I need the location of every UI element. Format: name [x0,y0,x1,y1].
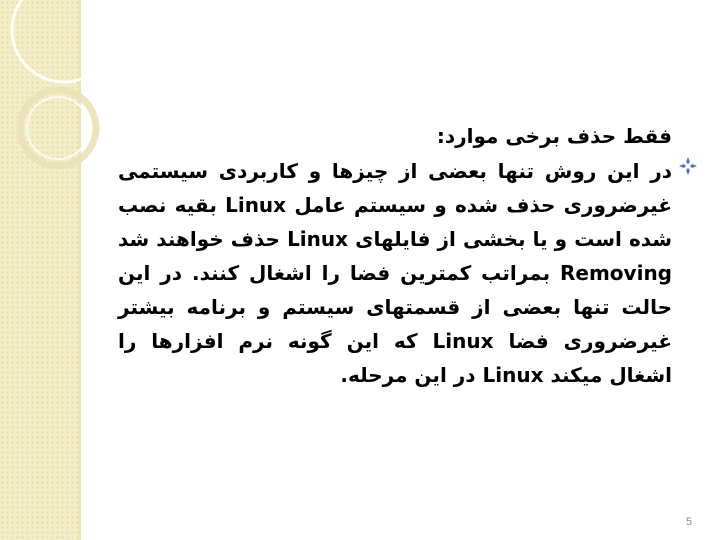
bullet-paragraph: در این روش تنها بعضی از چیزها و کاربردی … [118,159,672,387]
slide-subtitle: فقط حذف برخی موارد: [436,124,672,148]
band-edge [78,0,81,540]
bullet-item: در این روش تنها بعضی از چیزها و کاربردی … [118,154,698,392]
slide-content: فقط حذف برخی موارد: در این روش تنها بعضی… [118,122,698,392]
left-texture-band [0,0,80,540]
diamond-bullet-icon [679,157,697,175]
page-number: 5 [686,516,693,528]
